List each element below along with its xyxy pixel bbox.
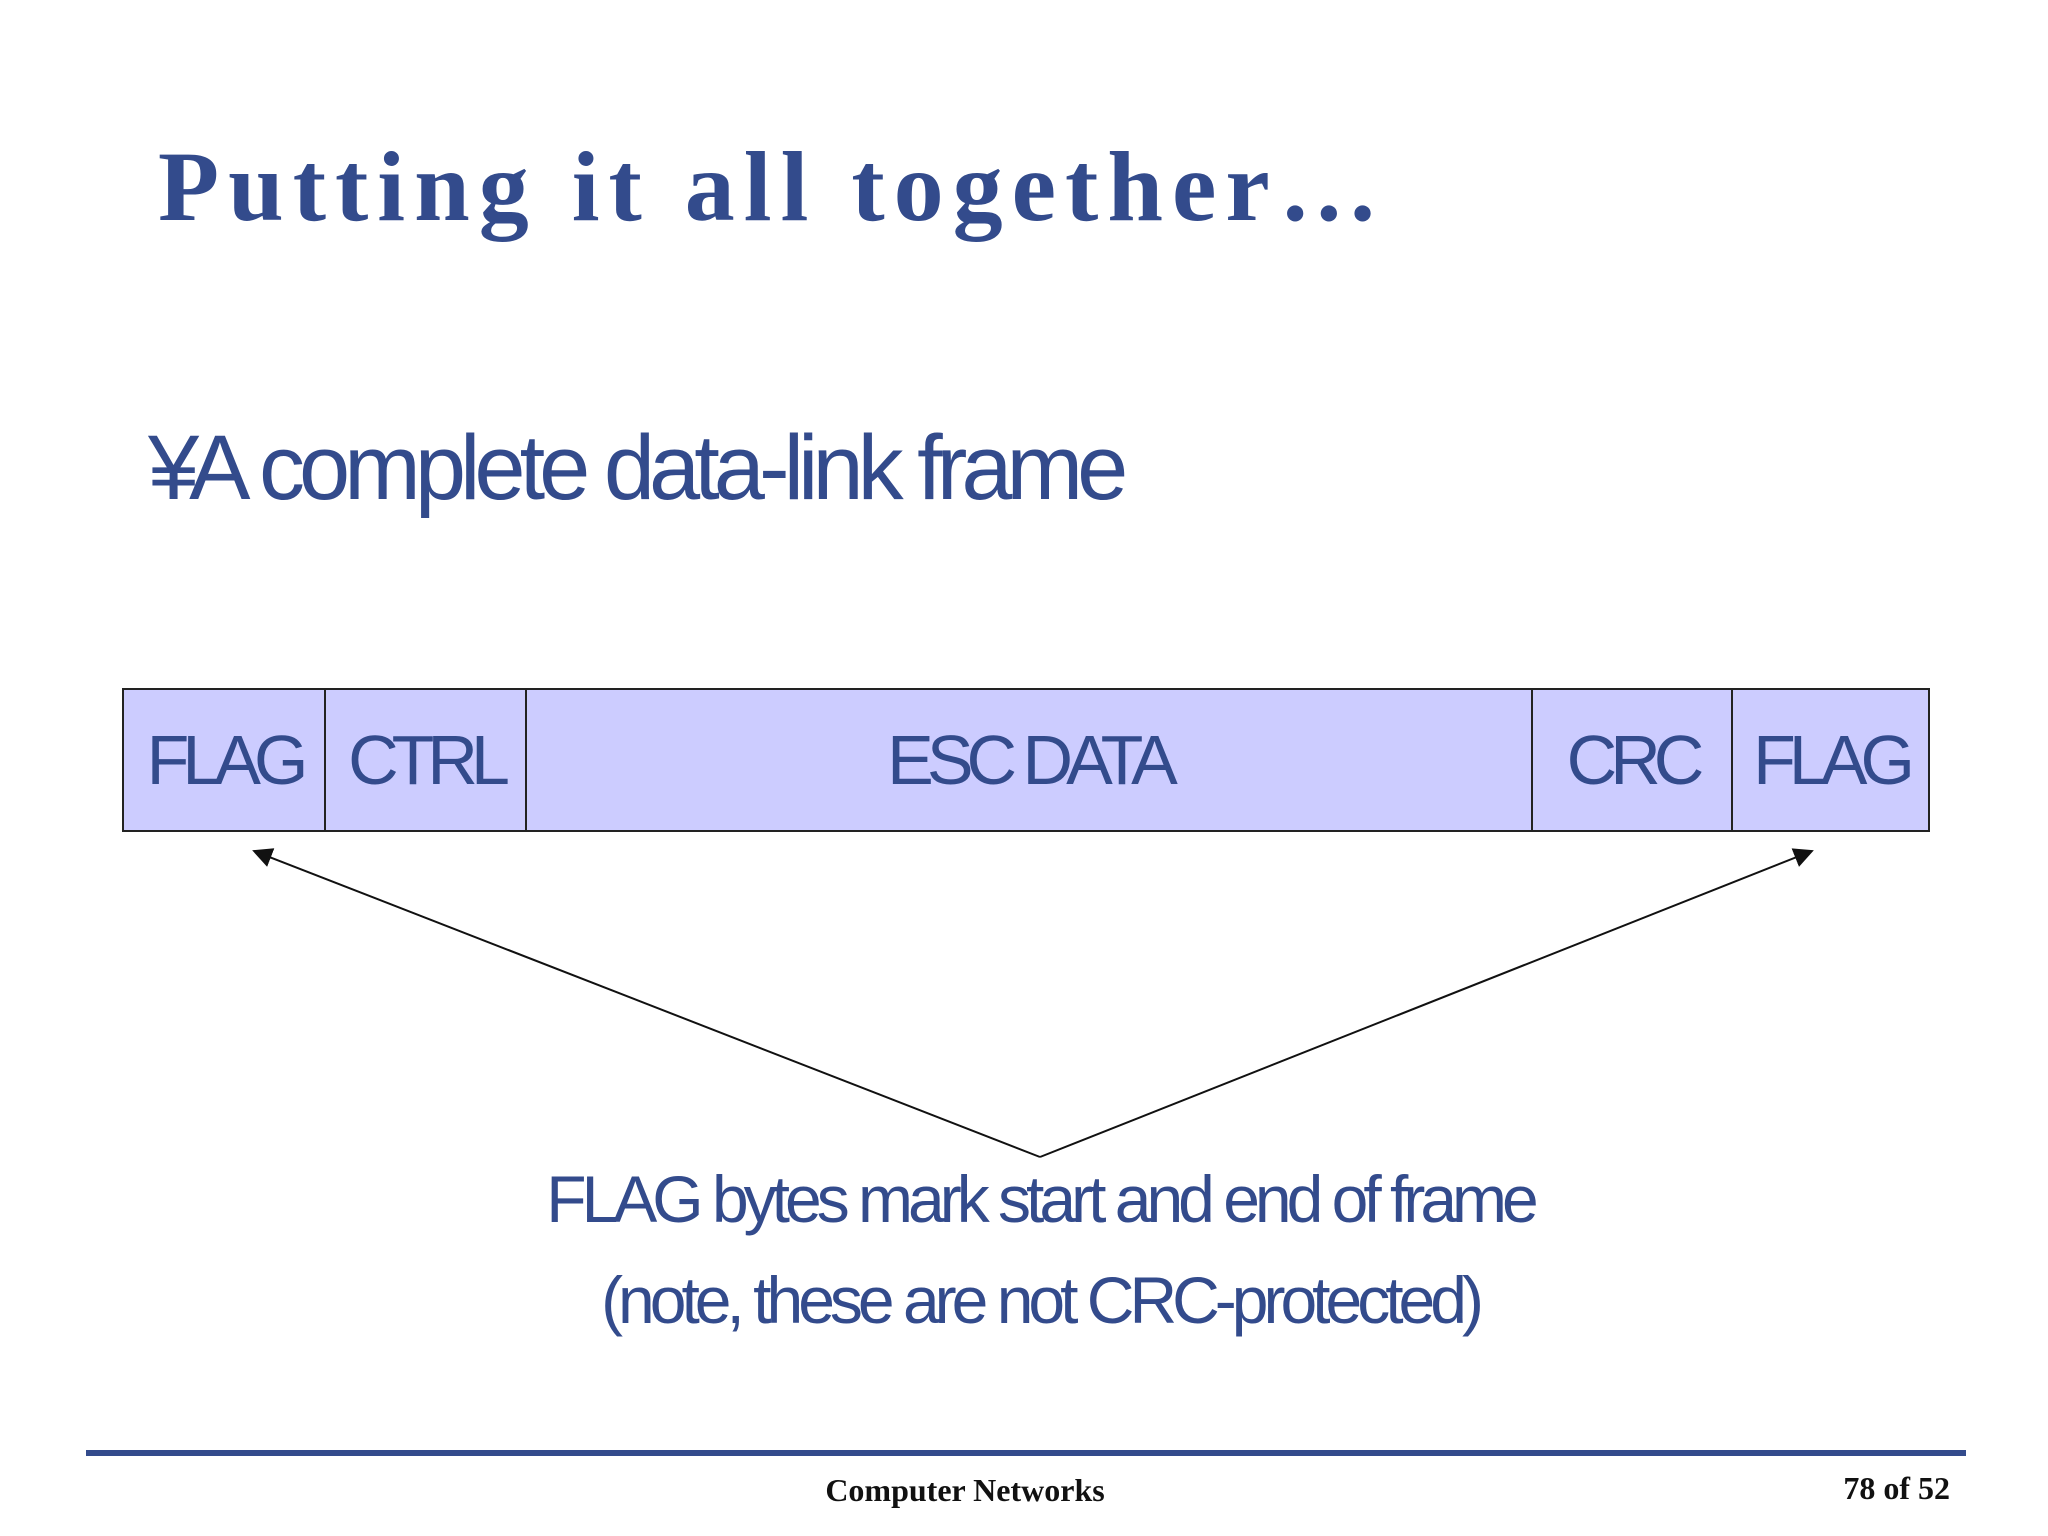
- slide-title: Putting it all together…: [158, 131, 1388, 242]
- annotation-line-1: FLAG bytes mark start and end of frame: [546, 1162, 1539, 1236]
- footer-page-number: 78 of 52: [1843, 1470, 1950, 1506]
- data-link-frame: FLAG CTRL ESC DATA CRC FLAG: [122, 688, 1930, 832]
- frame-field-crc: CRC: [1533, 690, 1733, 830]
- footer-course-title: Computer Networks: [825, 1472, 1105, 1508]
- arrow-to-end-flag: [1039, 848, 1814, 1158]
- frame-field-esc-data: ESC DATA: [527, 690, 1533, 830]
- annotation-line-2: (note, these are not CRC-protected): [601, 1263, 1484, 1337]
- arrow-to-start-flag: [252, 848, 1041, 1158]
- footer-divider: [86, 1450, 1966, 1456]
- frame-field-flag-start: FLAG: [124, 690, 326, 830]
- bullet-text: A complete data-link frame: [189, 417, 1128, 519]
- bullet-mark: ¥: [148, 417, 199, 519]
- frame-field-ctrl: CTRL: [326, 690, 527, 830]
- frame-field-flag-end: FLAG: [1753, 721, 1915, 799]
- bullet-item: ¥A complete data-link frame: [148, 417, 1128, 519]
